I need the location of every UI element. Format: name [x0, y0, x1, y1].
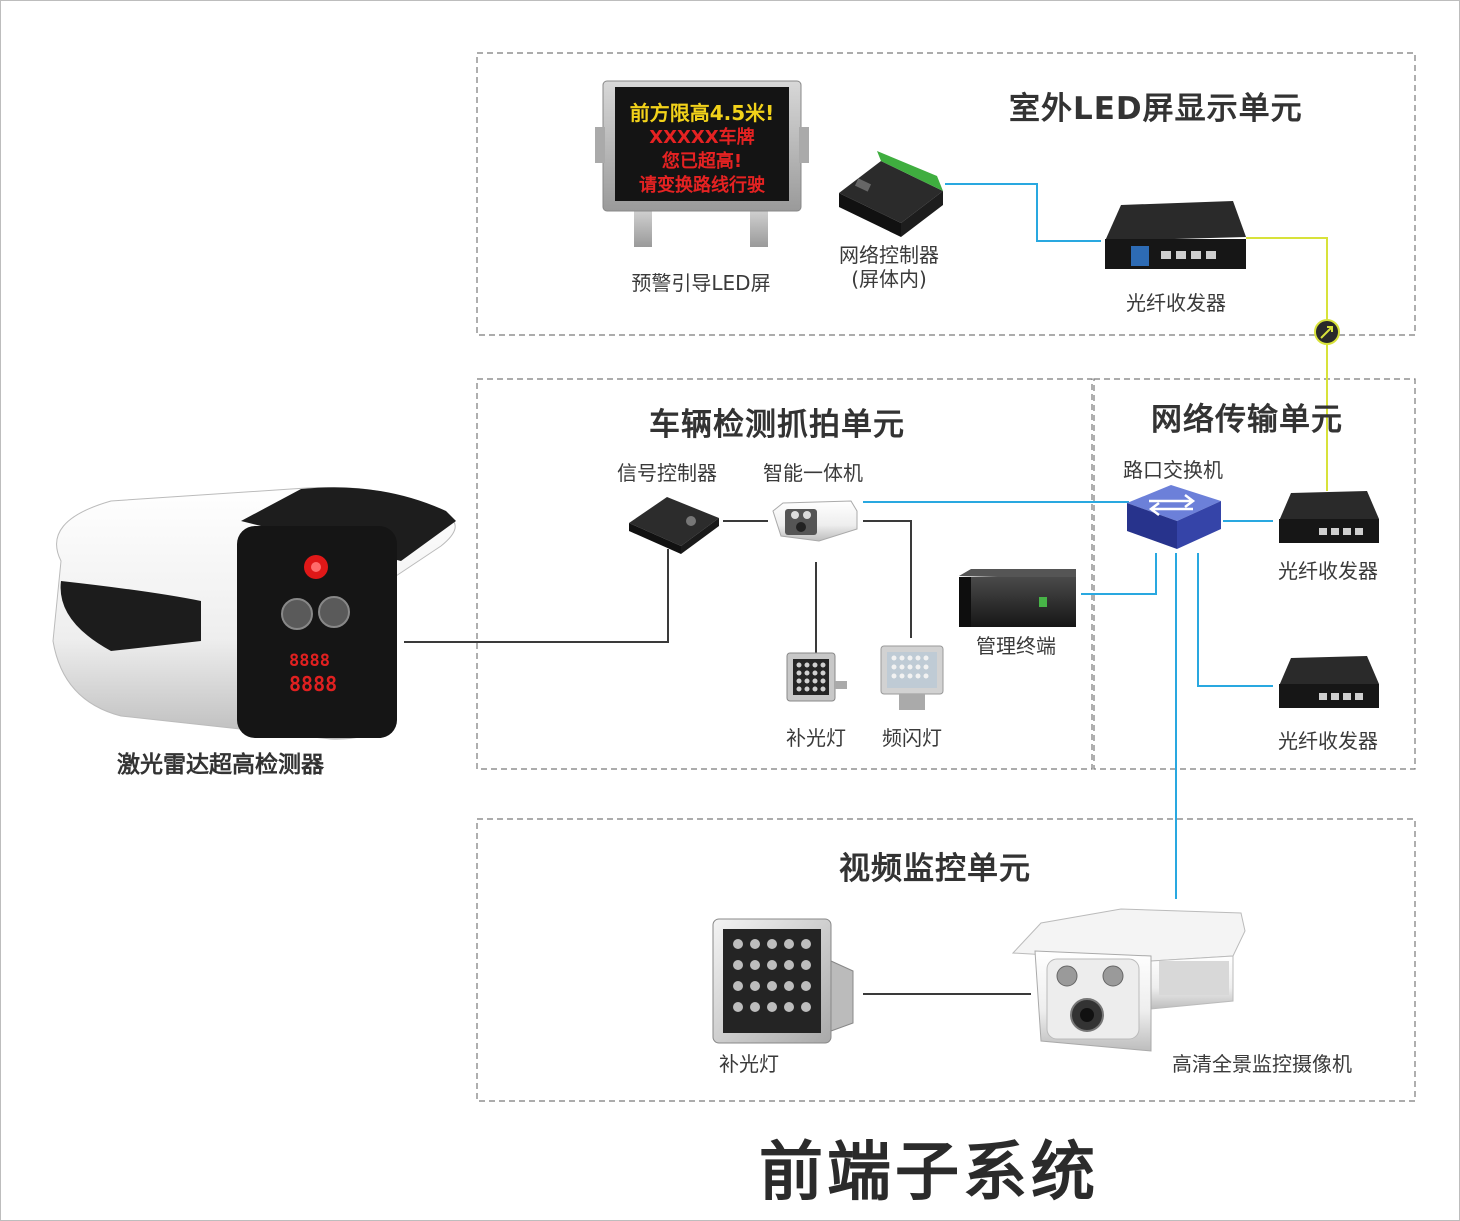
management-terminal-label: 管理终端 — [976, 634, 1056, 658]
strobe-light-label: 频闪灯 — [882, 726, 942, 750]
led-sign-label: 预警引导LED屏 — [631, 271, 771, 295]
intersection-switch-label: 路口交换机 — [1123, 458, 1223, 482]
network-controller-icon — [839, 151, 943, 237]
network-unit-box — [1093, 378, 1416, 770]
link-terminal-switch — [1081, 553, 1157, 595]
led-sign-line-1: 前方限高4.5米! — [629, 101, 775, 125]
link-controller-transceiver — [945, 183, 1101, 242]
network-unit-title: 网络传输单元 — [1151, 402, 1343, 438]
led-sign-line-4: 请变换路线行驶 — [639, 175, 765, 196]
fiber-transceiver-top-label: 光纤收发器 — [1126, 291, 1226, 315]
hd-panoramic-camera-icon — [1011, 908, 1246, 1052]
svg-text:8888: 8888 — [289, 672, 337, 696]
fiber-transceiver-upper-icon — [1279, 491, 1379, 543]
fill-light-small-label: 补光灯 — [786, 726, 846, 750]
led-sign-line-2: XXXXX车牌 — [649, 127, 755, 148]
link-detector-signal-controller — [404, 549, 669, 643]
network-controller-sublabel: (屏体内) — [851, 267, 927, 291]
link-camera-strobe — [863, 520, 912, 638]
led-sign-line-3: 您已超高! — [661, 151, 743, 172]
fill-light-large-icon — [712, 918, 854, 1044]
signal-controller-icon — [629, 497, 719, 554]
laser-radar-detector-icon: 8888 8888 — [52, 487, 456, 740]
hd-panoramic-camera-label: 高清全景监控摄像机 — [1172, 1052, 1352, 1076]
link-switch-transceiver-lower — [1197, 553, 1273, 687]
fill-light-small-icon — [786, 652, 847, 702]
fiber-transceiver-top-icon — [1105, 201, 1246, 269]
fiber-transceiver-lower-icon — [1279, 656, 1379, 708]
fiber-transceiver-lower-label: 光纤收发器 — [1278, 729, 1378, 753]
detector-label: 激光雷达超高检测器 — [117, 752, 324, 778]
signal-controller-label: 信号控制器 — [617, 461, 717, 485]
fiber-connector-icon — [1314, 319, 1340, 345]
smart-camera-icon — [772, 500, 858, 542]
management-terminal-icon — [959, 569, 1076, 627]
fiber-link — [1246, 237, 1328, 491]
led-display-unit-title: 室外LED屏显示单元 — [1009, 91, 1303, 127]
control-links — [404, 520, 1031, 995]
vehicle-detection-unit-box — [476, 378, 1093, 770]
system-title: 前端子系统 — [759, 1136, 1099, 1210]
strobe-light-icon — [880, 645, 944, 710]
fill-light-large-label: 补光灯 — [719, 1052, 779, 1076]
vehicle-detection-unit-title: 车辆检测抓拍单元 — [649, 407, 905, 443]
intersection-switch-icon — [1127, 485, 1221, 549]
network-links — [863, 183, 1273, 899]
smart-camera-label: 智能一体机 — [763, 461, 863, 485]
network-controller-label: 网络控制器 — [839, 243, 939, 267]
led-sign-icon — [595, 80, 809, 247]
video-unit-title: 视频监控单元 — [839, 851, 1031, 887]
fiber-transceiver-upper-label: 光纤收发器 — [1278, 559, 1378, 583]
svg-text:8888: 8888 — [289, 651, 330, 671]
